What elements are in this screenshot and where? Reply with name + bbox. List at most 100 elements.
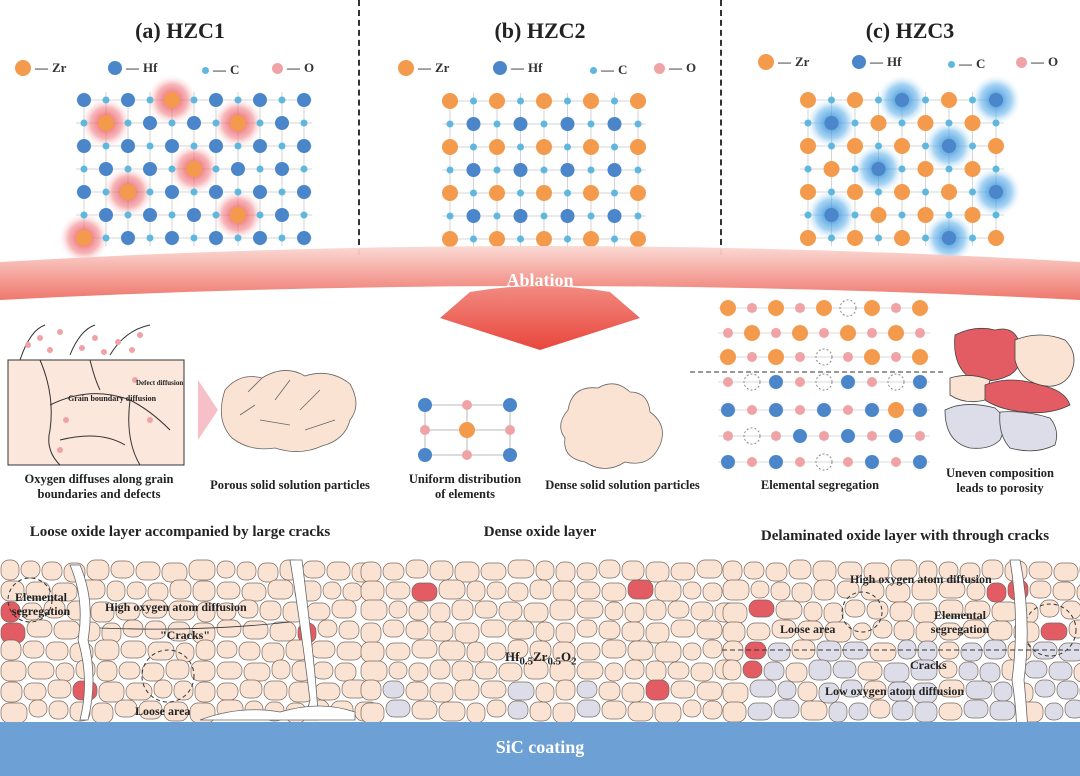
zr-atom xyxy=(964,207,981,223)
c-atom xyxy=(102,142,110,150)
zr-atom xyxy=(442,139,458,155)
legend-hf: Hf xyxy=(528,60,543,75)
c-atom xyxy=(992,165,1000,173)
o-atom-icon xyxy=(1016,56,1027,68)
hf-atom xyxy=(77,185,91,199)
c-atom xyxy=(146,142,154,150)
zr-atom xyxy=(230,115,246,131)
zr-atom xyxy=(583,185,599,201)
c-atom xyxy=(256,211,264,219)
loose-area-c xyxy=(841,591,883,633)
hf-atom xyxy=(77,93,91,107)
hf-atom xyxy=(824,208,839,222)
c-atom xyxy=(898,119,906,127)
caption-dense-particles: Dense solid solution particles xyxy=(545,478,700,492)
zr-atom xyxy=(847,138,863,154)
c-atom xyxy=(611,143,618,151)
c-atom xyxy=(234,234,242,242)
c-atom-icon xyxy=(590,66,597,74)
lattice-hzc3 xyxy=(800,74,1022,264)
hf-atom xyxy=(231,162,245,176)
hf-atom xyxy=(297,185,311,199)
c-atom-icon xyxy=(202,66,209,74)
c-atom xyxy=(168,211,176,219)
c-atom xyxy=(587,212,595,220)
c-atom xyxy=(611,189,618,197)
hf-atom xyxy=(209,231,223,245)
zr-atom xyxy=(894,230,910,246)
c-atom xyxy=(300,119,308,127)
zr-atom xyxy=(442,231,458,247)
zr-atom xyxy=(489,93,505,109)
right-chevron-icon xyxy=(198,380,218,440)
seg-area-c xyxy=(1023,603,1077,657)
loose-area-a xyxy=(7,577,53,623)
zr-atom xyxy=(536,185,552,201)
legend-c: C xyxy=(618,62,628,77)
sic-coating-label: SiC coating xyxy=(495,737,585,757)
c-atom xyxy=(634,212,642,220)
hf-atom xyxy=(253,185,267,199)
zr-atom xyxy=(964,161,981,177)
c-atom xyxy=(611,235,618,243)
c-atom xyxy=(564,143,571,151)
zr-atom xyxy=(823,161,840,177)
c-atom xyxy=(256,165,264,173)
c-atom xyxy=(828,96,835,104)
zr-atom xyxy=(630,139,646,155)
zr-atom xyxy=(870,207,887,223)
c-atom xyxy=(256,119,264,127)
zr-atom xyxy=(536,231,552,247)
zr-atom xyxy=(847,230,863,246)
zr-atom-icon xyxy=(758,54,774,70)
zr-atom xyxy=(164,92,180,108)
c-atom xyxy=(517,143,524,151)
caption-porosity: Uneven composition leads to porosity xyxy=(946,466,1054,495)
legend-hf: Hf xyxy=(143,60,158,75)
hf-atom xyxy=(165,185,179,199)
c-atom xyxy=(80,119,88,127)
hf-atom xyxy=(275,208,289,222)
zr-atom xyxy=(800,92,816,108)
hf-atom xyxy=(297,139,311,153)
c-atom xyxy=(517,97,524,105)
hf-atom xyxy=(187,208,201,222)
hf-atom xyxy=(165,139,179,153)
c-atom xyxy=(851,119,859,127)
hf-atom-icon xyxy=(852,55,866,69)
panel-a-title: (a) HZC1 xyxy=(135,18,225,43)
hf-atom xyxy=(275,116,289,130)
c-atom xyxy=(611,97,618,105)
o-atom-icon xyxy=(272,62,283,74)
hf-atom xyxy=(209,185,223,199)
c-atom xyxy=(470,97,477,105)
c-atom xyxy=(493,120,501,128)
c-atom xyxy=(124,165,132,173)
c-atom xyxy=(540,212,548,220)
zr-atom xyxy=(847,92,863,108)
zr-atom xyxy=(630,185,646,201)
c-atom xyxy=(124,211,132,219)
hf-atom xyxy=(121,93,135,107)
c-atom xyxy=(992,119,1000,127)
zr-atom xyxy=(442,93,458,109)
grain-diffusion-schematic xyxy=(7,324,185,466)
legend-zr: Zr xyxy=(435,60,450,75)
zr-atom xyxy=(894,184,910,200)
hf-atom xyxy=(560,163,575,177)
layer-a-title: Loose oxide layer accompanied by large c… xyxy=(29,524,331,540)
hf-atom xyxy=(297,231,311,245)
segregation-lattice xyxy=(690,299,945,471)
hf-atom xyxy=(143,162,157,176)
oxide-formula: Hf0.5Zr0.5O2 xyxy=(505,650,577,669)
loose-area-a2 xyxy=(141,649,195,703)
c-atom xyxy=(80,211,88,219)
hf-atom xyxy=(275,162,289,176)
zr-atom xyxy=(630,231,646,247)
c-atom xyxy=(804,211,812,219)
c-atom xyxy=(190,234,198,242)
c-atom xyxy=(969,142,976,150)
zr-atom xyxy=(988,138,1004,154)
zr-atom xyxy=(536,93,552,109)
label-high-diffusion-c: High oxygen atom diffusion xyxy=(850,572,992,586)
